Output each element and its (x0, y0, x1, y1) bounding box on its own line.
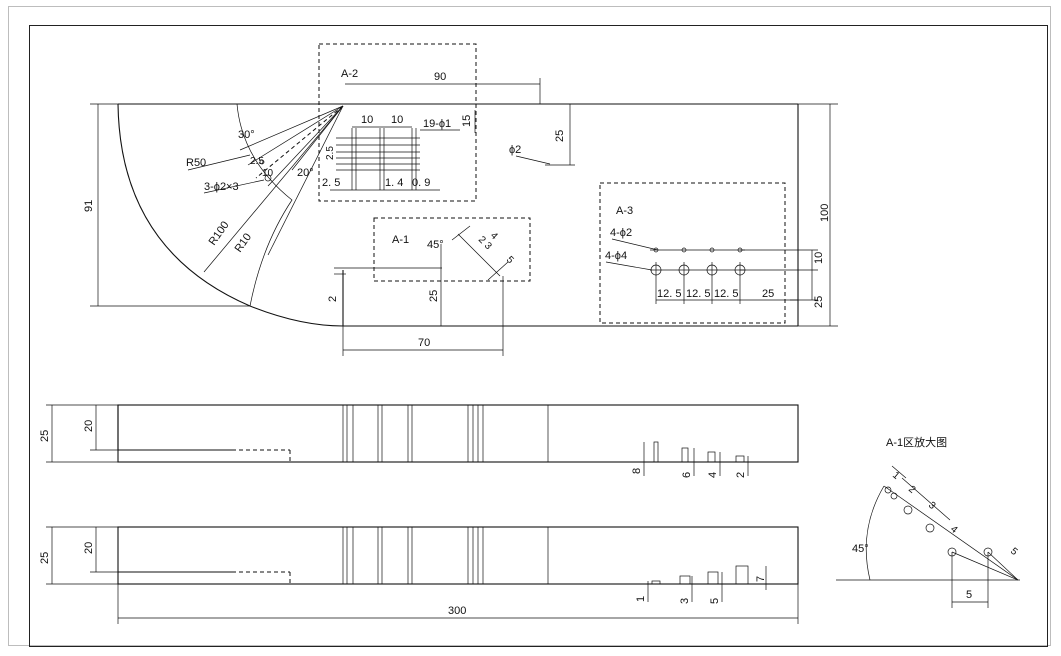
dim-25-right: 25 (813, 296, 825, 308)
dim-70: 70 (418, 337, 430, 349)
dim-a1-5: 5 (504, 254, 516, 266)
a1-enlarged-title: A-1区放大图 (886, 435, 947, 449)
sv1-dim-25: 25 (39, 430, 51, 442)
region-a1-label: A-1 (392, 234, 409, 246)
dim-90: 90 (434, 71, 446, 83)
dim-r10: R10 (233, 231, 254, 254)
sv1-slot-8: 8 (631, 468, 643, 474)
side-view-2-slots (342, 527, 549, 584)
sv2-slot-7: 7 (755, 576, 767, 582)
drawing-inner-border (29, 25, 1048, 647)
dim-10-right: 10 (813, 252, 825, 264)
dim-19-phi1: 19-ϕ1 (423, 118, 451, 130)
a2-grid (330, 128, 440, 191)
dim-4phi2: 4-ϕ2 (610, 227, 632, 239)
sv1-slot-6: 6 (681, 472, 693, 478)
dim-3phi2x3: 3-ϕ2×3 (204, 181, 239, 193)
a1e-label-5: 5 (1008, 546, 1020, 558)
dim-1-4: 1. 4 (385, 177, 403, 189)
dim-2-left: 2 (327, 296, 339, 302)
dim-30deg: 30° (238, 129, 255, 141)
a1e-label-4: 4 (948, 524, 960, 536)
region-a3-label: A-3 (616, 205, 633, 217)
a1e-label-3: 3 (926, 500, 938, 512)
sv1-dim-20: 20 (83, 420, 95, 432)
dim-r50: R50 (186, 157, 206, 169)
dim-phi2: ϕ2 (509, 144, 521, 156)
sv2-slot-5: 5 (709, 598, 721, 604)
a3-holes (650, 247, 798, 304)
dim-12-5-c: 12. 5 (714, 288, 738, 300)
a1e-dim-5-bottom: 5 (966, 589, 972, 601)
dim-91: 91 (83, 200, 95, 212)
a1e-label-2: 2 (906, 484, 918, 496)
top-view: A-2 90 10 10 19-ϕ1 15 2 (83, 43, 838, 356)
dim-10-arc: 10 (262, 168, 274, 179)
dim-2-5-arc: 2.5 (250, 156, 264, 167)
sv1-slot-4: 4 (707, 472, 719, 478)
dim-25-top: 25 (554, 130, 566, 142)
a1e-label-1: 1 (890, 470, 902, 482)
dim-15: 15 (461, 115, 473, 127)
side-view-1: 25 20 8 6 4 2 (39, 404, 799, 478)
dim-25-a3: 25 (762, 288, 774, 300)
sv1-slot-2: 2 (735, 472, 747, 478)
a1e-dim-45deg: 45° (852, 543, 869, 555)
sv2-dim-25: 25 (39, 552, 51, 564)
dim-12-5-b: 12. 5 (686, 288, 710, 300)
side-view-2: 25 20 1 3 5 7 300 (39, 526, 799, 624)
sv2-slot-1: 1 (635, 596, 647, 602)
dim-45deg: 45° (427, 239, 444, 251)
dim-2-5-left: 2. 5 (322, 177, 340, 189)
a1-enlarged-view: A-1区放大图 45° 5 1 2 3 4 5 (836, 435, 1020, 608)
side-view-1-slots (342, 405, 549, 462)
sv2-dim-300: 300 (448, 605, 466, 617)
dim-20deg: 20° (297, 167, 314, 179)
dim-100: 100 (819, 204, 831, 222)
sv2-dim-20: 20 (83, 542, 95, 554)
dim-10-b: 10 (391, 114, 403, 126)
dim-4phi4: 4-ϕ4 (605, 250, 627, 262)
dim-12-5-a: 12. 5 (657, 288, 681, 300)
dim-0-9: 0. 9 (412, 177, 430, 189)
dim-2-5-vert: 2.5 (325, 146, 336, 160)
sv2-slot-3: 3 (679, 598, 691, 604)
region-a2-label: A-2 (341, 68, 358, 80)
dim-25-mid: 25 (428, 290, 440, 302)
dim-10-a: 10 (361, 114, 373, 126)
